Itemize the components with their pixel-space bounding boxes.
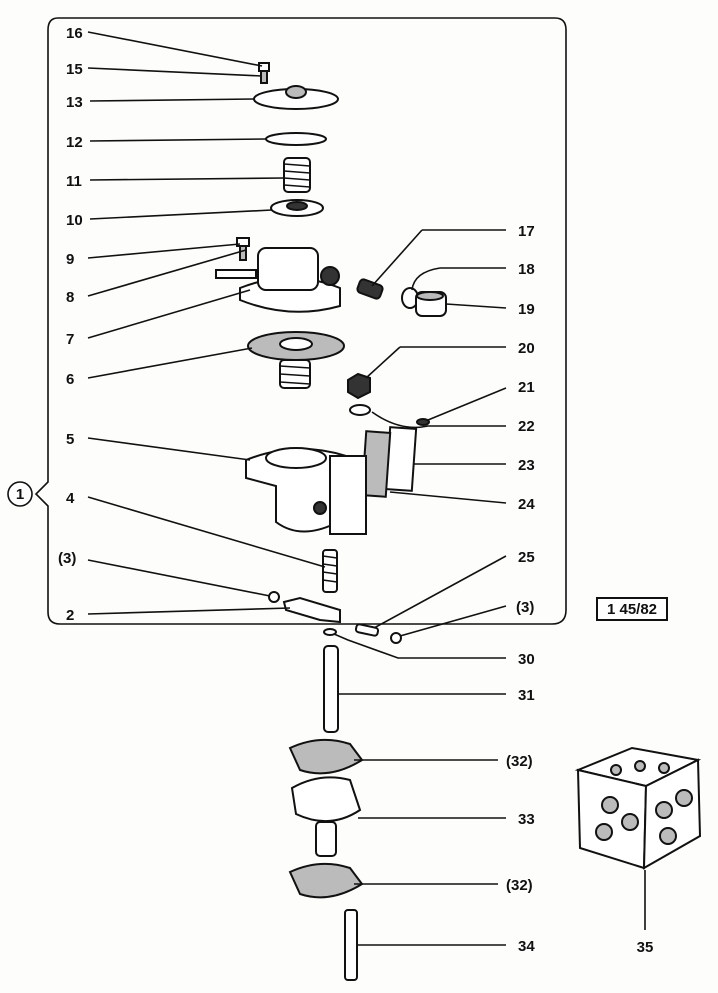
- callout-33: 33: [518, 811, 535, 828]
- part-gasket-32b: [288, 862, 364, 899]
- leader-25: [373, 555, 507, 629]
- assembly-marker-label: 1: [16, 486, 24, 503]
- leader-3a: [87, 559, 271, 597]
- leader-8: [87, 249, 247, 297]
- callout-22: 22: [518, 418, 535, 435]
- callout-10: 10: [66, 212, 83, 229]
- assembly-boundary: [34, 17, 567, 625]
- part-lever-2: [282, 596, 341, 624]
- callout-32a: (32): [506, 753, 533, 770]
- part-diaphragm-6: [247, 331, 345, 389]
- part-stud-34: [344, 909, 358, 981]
- part-body-5: [245, 447, 367, 535]
- leader-9: [87, 243, 241, 259]
- reference-code: 1 45/82: [606, 600, 658, 618]
- part-pin-25: [354, 623, 380, 637]
- part-gasket-12: [265, 132, 327, 146]
- part-bolt-9: [236, 237, 250, 261]
- leader-2: [87, 607, 291, 615]
- part-screw-15-16: [258, 62, 270, 84]
- part-spring-11: [283, 157, 311, 193]
- callout-9: 9: [66, 251, 74, 268]
- callout-8: 8: [66, 289, 74, 306]
- callout-13: 13: [66, 94, 83, 111]
- leader-13: [89, 98, 255, 102]
- part-cap-19: [415, 291, 447, 317]
- callout-21: 21: [518, 379, 535, 396]
- part-washer-30: [323, 628, 337, 636]
- leader-18b: [411, 267, 441, 291]
- part-spring-4: [322, 549, 338, 593]
- reference-code-box: 1 45/82: [596, 597, 668, 621]
- callout-12: 12: [66, 134, 83, 151]
- callout-25: 25: [518, 549, 535, 566]
- part-circlip-3a: [268, 591, 280, 603]
- leader-11: [89, 177, 285, 181]
- part-pushrod-31: [323, 645, 339, 733]
- leader-30: [333, 633, 506, 659]
- leader-19: [445, 303, 507, 309]
- part-plate-10: [270, 199, 324, 217]
- part-gasket-32a: [288, 738, 364, 775]
- callout-31: 31: [518, 687, 535, 704]
- callout-4: 4: [66, 490, 75, 507]
- part-pin-21: [416, 418, 430, 426]
- callout-35: 35: [637, 939, 654, 956]
- leader-22: [371, 411, 506, 429]
- part-fitting-17: [356, 278, 384, 300]
- callout-20: 20: [518, 340, 535, 357]
- leader-20b: [365, 346, 401, 379]
- callout-34: 34: [518, 938, 535, 955]
- callout-3b: (3): [516, 599, 534, 616]
- part-circlip-3b: [390, 632, 402, 644]
- assembly-marker-circle: [7, 481, 33, 507]
- part-washer-22: [349, 404, 371, 416]
- callout-17: 17: [518, 223, 535, 240]
- leader-21: [427, 387, 507, 421]
- callout-18: 18: [518, 261, 535, 278]
- leader-10: [89, 209, 273, 220]
- part-nut-20: [347, 372, 371, 400]
- callout-7: 7: [66, 331, 74, 348]
- callout-32b: (32): [506, 877, 533, 894]
- part-spacer-33: [290, 776, 362, 857]
- callout-3a: (3): [58, 550, 76, 567]
- part-block-35: [574, 746, 702, 870]
- leader-5: [87, 437, 251, 461]
- callout-19: 19: [518, 301, 535, 318]
- leader-15: [87, 67, 263, 77]
- leader-17b: [371, 229, 423, 287]
- callout-5: 5: [66, 431, 74, 448]
- callout-24: 24: [518, 496, 535, 513]
- callout-30: 30: [518, 651, 535, 668]
- leader-6: [87, 347, 253, 379]
- callout-2: 2: [66, 607, 74, 624]
- leader-24: [389, 491, 507, 504]
- part-cover-13: [253, 85, 339, 110]
- callout-15: 15: [66, 61, 83, 78]
- callout-16: 16: [66, 25, 83, 42]
- callout-11: 11: [66, 173, 82, 190]
- callout-23: 23: [518, 457, 535, 474]
- part-pump-head-7-8: [215, 247, 341, 313]
- leader-16: [87, 31, 263, 67]
- callout-6: 6: [66, 371, 74, 388]
- leader-4: [87, 496, 326, 568]
- leader-3b: [399, 605, 507, 637]
- leader-7: [87, 289, 251, 339]
- leader-12: [89, 138, 267, 142]
